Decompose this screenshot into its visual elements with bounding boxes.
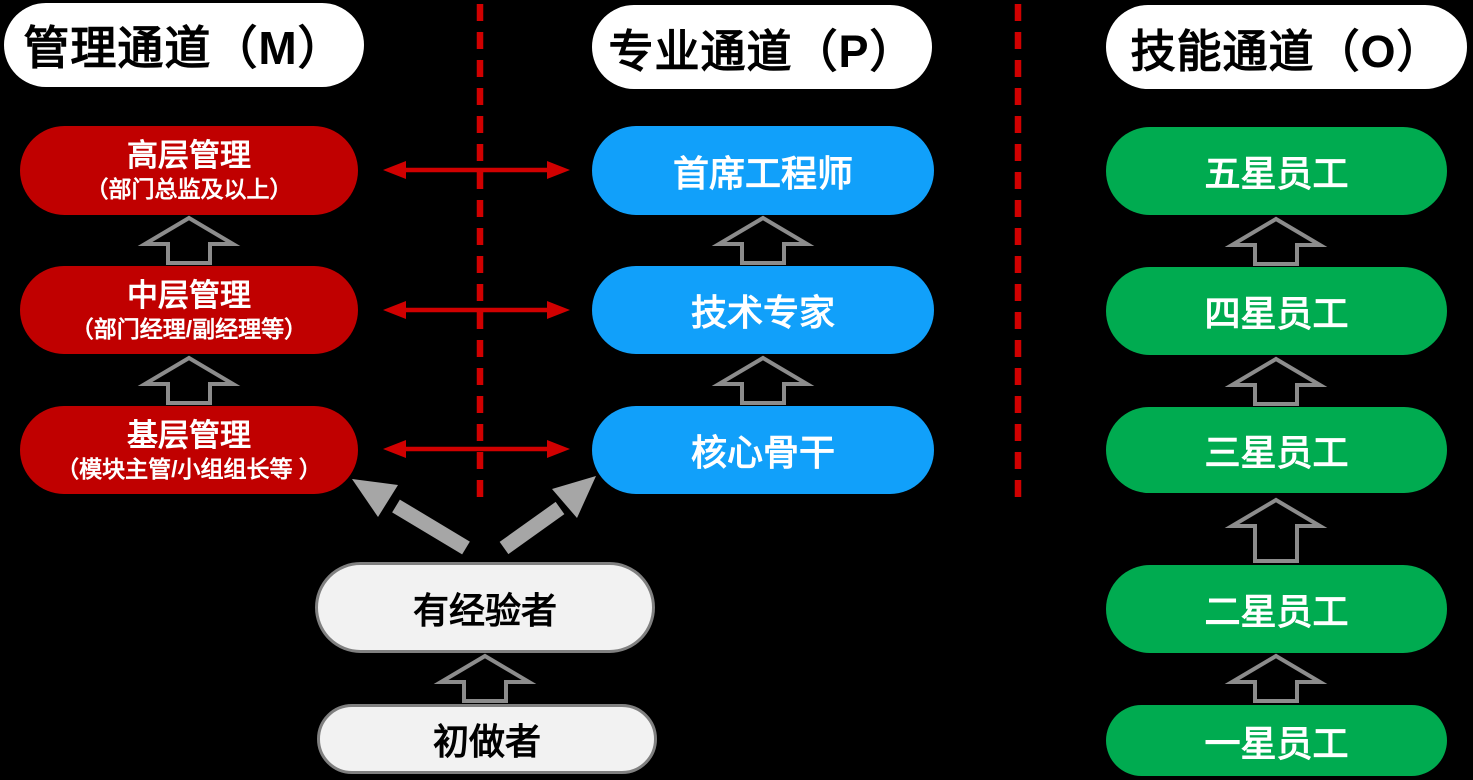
- promotion-arrow-skill-4: [1224, 653, 1328, 703]
- box-five-star-title: 五星员工: [1204, 153, 1349, 194]
- box-five-star-employee: 五星员工: [1106, 127, 1447, 215]
- box-two-star-title: 二星员工: [1204, 591, 1349, 632]
- box-one-star-title: 一星员工: [1204, 722, 1349, 764]
- box-one-star-employee: 一星员工: [1106, 705, 1447, 776]
- box-top-management: 高层管理 （部门总监及以上）: [20, 126, 358, 215]
- channel-header-professional-label: 专业通道（P）: [608, 25, 916, 77]
- entry-path-arrow-to-management: [352, 479, 470, 555]
- promotion-arrow-professional-2: [711, 355, 815, 405]
- box-three-star-title: 三星员工: [1204, 432, 1349, 473]
- promotion-arrow-management-1: [137, 215, 241, 265]
- box-technical-expert-title: 技术专家: [690, 292, 835, 333]
- lateral-transfer-arrow-middle: [383, 301, 570, 319]
- box-junior-management-subtitle: （模块主管/小组组长等 ）: [56, 455, 322, 482]
- lateral-transfer-arrow-bottom: [383, 440, 570, 458]
- box-top-management-title: 高层管理: [127, 138, 251, 174]
- channel-header-skill: 技能通道（O）: [1106, 5, 1467, 89]
- entry-path-arrow-to-professional: [499, 476, 596, 555]
- box-middle-management-title: 中层管理: [127, 277, 251, 313]
- box-middle-management: 中层管理 （部门经理/副经理等）: [20, 266, 358, 354]
- box-chief-engineer-title: 首席工程师: [672, 152, 853, 194]
- box-core-backbone: 核心骨干: [592, 406, 934, 494]
- promotion-arrow-entry: [433, 653, 537, 703]
- box-experienced-worker-title: 有经验者: [412, 589, 557, 631]
- promotion-arrow-skill-3: [1224, 497, 1328, 563]
- box-middle-management-subtitle: （部门经理/副经理等）: [70, 315, 308, 342]
- box-chief-engineer: 首席工程师: [592, 126, 934, 215]
- box-core-backbone-title: 核心骨干: [690, 432, 835, 473]
- channel-header-management-label: 管理通道（M）: [23, 22, 345, 74]
- box-beginner: 初做者: [317, 704, 657, 774]
- box-three-star-employee: 三星员工: [1106, 407, 1447, 493]
- box-four-star-employee: 四星员工: [1106, 267, 1447, 355]
- promotion-arrow-skill-1: [1224, 216, 1328, 266]
- box-two-star-employee: 二星员工: [1106, 565, 1447, 653]
- promotion-arrow-skill-2: [1224, 356, 1328, 406]
- channel-header-skill-label: 技能通道（O）: [1130, 25, 1443, 77]
- lateral-transfer-arrow-top: [383, 161, 570, 179]
- box-top-management-subtitle: （部门总监及以上）: [85, 176, 293, 203]
- box-junior-management: 基层管理 （模块主管/小组组长等 ）: [20, 406, 358, 494]
- box-beginner-title: 初做者: [432, 721, 541, 762]
- box-junior-management-title: 基层管理: [127, 417, 251, 453]
- box-four-star-title: 四星员工: [1204, 293, 1349, 334]
- box-technical-expert: 技术专家: [592, 266, 934, 354]
- promotion-arrow-management-2: [137, 355, 241, 405]
- promotion-arrow-professional-1: [711, 215, 815, 265]
- box-experienced-worker: 有经验者: [315, 562, 655, 653]
- channel-header-professional: 专业通道（P）: [592, 5, 932, 89]
- channel-header-management: 管理通道（M）: [4, 3, 364, 87]
